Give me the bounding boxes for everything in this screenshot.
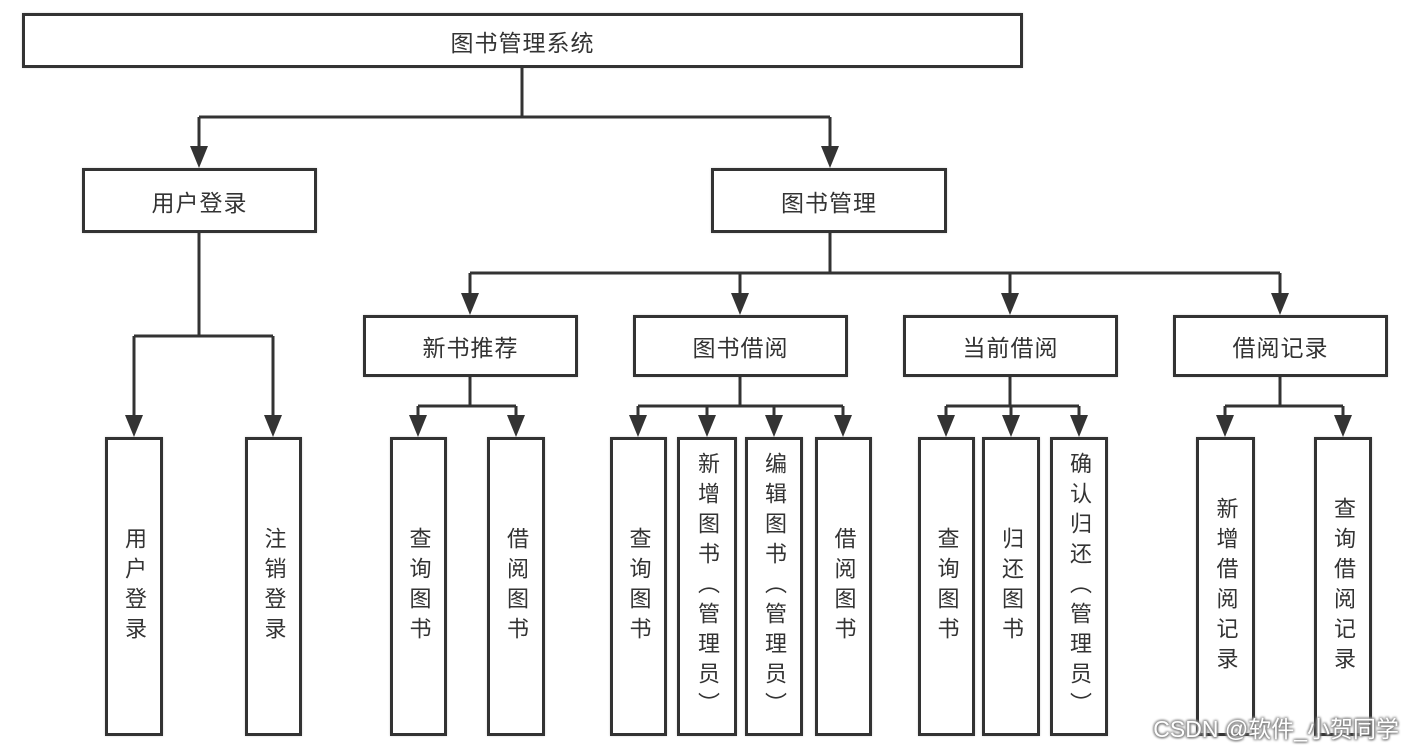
leaf-label: 查询借阅记录 <box>1331 496 1356 677</box>
leaf-return-book: 归还图书 <box>982 437 1040 736</box>
leaf-confirm-return-admin: 确认归还（管理员） <box>1050 437 1108 736</box>
node-label: 图书管理 <box>781 189 877 216</box>
node-new-book-recommend: 新书推荐 <box>363 315 578 377</box>
leaf-label: 编辑图书（管理员） <box>762 451 787 722</box>
leaf-recommend-borrow-book: 借阅图书 <box>487 437 545 736</box>
leaf-borrowing-borrow-book: 借阅图书 <box>815 437 872 736</box>
leaf-label: 确认归还（管理员） <box>1067 451 1092 722</box>
node-label: 新书推荐 <box>422 335 519 361</box>
leaf-label: 查询图书 <box>934 526 960 647</box>
leaf-current-query-book: 查询图书 <box>918 437 975 736</box>
node-label: 图书管理系统 <box>450 29 595 56</box>
csdn-watermark: CSDN @软件_小贺同学 <box>1153 716 1399 742</box>
node-book-borrowing: 图书借阅 <box>633 315 848 377</box>
leaf-label: 借阅图书 <box>831 526 857 647</box>
leaf-label: 新增图书（管理员） <box>695 451 720 722</box>
leaf-query-borrow-record: 查询借阅记录 <box>1314 437 1372 736</box>
leaf-label: 新增借阅记录 <box>1213 496 1239 677</box>
node-user-login: 用户登录 <box>82 168 317 233</box>
leaf-logout: 注销登录 <box>245 437 302 736</box>
leaf-recommend-query-book: 查询图书 <box>390 437 447 736</box>
leaf-label: 借阅图书 <box>504 526 529 647</box>
node-book-management: 图书管理 <box>711 168 947 233</box>
leaf-label: 注销登录 <box>261 526 287 647</box>
node-borrowing-records: 借阅记录 <box>1173 315 1388 377</box>
node-root-library-system: 图书管理系统 <box>22 13 1023 68</box>
node-label: 当前借阅 <box>962 335 1059 361</box>
node-label: 借阅记录 <box>1232 335 1329 361</box>
leaf-edit-book-admin: 编辑图书（管理员） <box>745 437 803 736</box>
leaf-borrowing-query-book: 查询图书 <box>610 437 667 736</box>
leaf-label: 查询图书 <box>406 526 432 647</box>
leaf-label: 查询图书 <box>626 526 652 647</box>
leaf-label: 用户登录 <box>122 526 147 647</box>
node-current-borrowing: 当前借阅 <box>903 315 1118 377</box>
leaf-add-book-admin: 新增图书（管理员） <box>677 437 737 736</box>
node-label: 用户登录 <box>151 189 248 216</box>
leaf-user-login: 用户登录 <box>105 437 163 736</box>
leaf-label: 归还图书 <box>999 526 1024 647</box>
leaf-add-borrow-record: 新增借阅记录 <box>1196 437 1255 736</box>
node-label: 图书借阅 <box>692 335 789 361</box>
